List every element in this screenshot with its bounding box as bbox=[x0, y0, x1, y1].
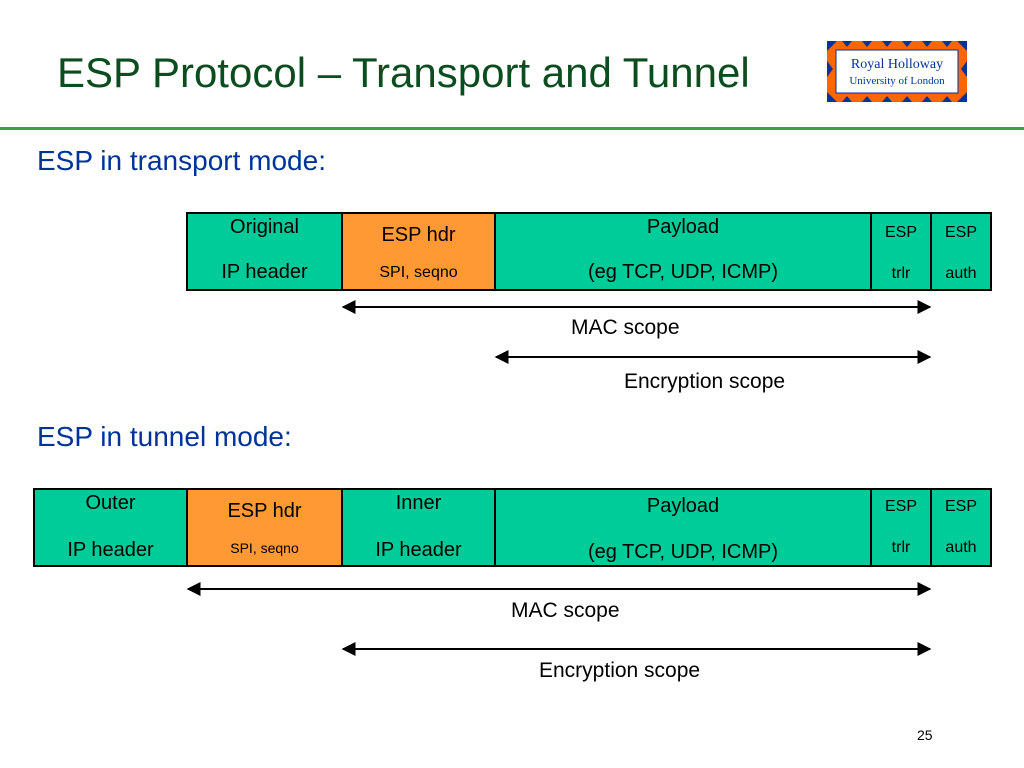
cell-line1: Original bbox=[230, 216, 299, 238]
transport-esp-hdr: ESP hdr SPI, seqno bbox=[341, 212, 496, 291]
cell-line1: ESP bbox=[944, 224, 977, 241]
tunnel-mac-scope-label: MAC scope bbox=[511, 599, 620, 622]
transport-original-ip-header: Original IP header bbox=[186, 212, 343, 291]
title-rule bbox=[0, 127, 1024, 130]
tunnel-inner-ip-header: Inner IP header bbox=[341, 488, 496, 567]
transport-mac-scope-label: MAC scope bbox=[571, 316, 680, 339]
cell-line2: IP header bbox=[67, 539, 154, 561]
transport-payload: Payload (eg TCP, UDP, ICMP) bbox=[494, 212, 872, 291]
cell-line2: SPI, seqno bbox=[230, 540, 299, 556]
cell-line1: Payload bbox=[646, 495, 720, 517]
tunnel-esp-hdr: ESP hdr SPI, seqno bbox=[186, 488, 343, 567]
logo-line1: Royal Holloway bbox=[851, 57, 943, 72]
transport-esp-auth: ESP auth bbox=[930, 212, 992, 291]
page-number: 25 bbox=[917, 727, 933, 743]
transport-esp-trlr: ESP trlr bbox=[870, 212, 932, 291]
cell-line2: trlr bbox=[891, 539, 911, 556]
cell-line1: ESP bbox=[884, 498, 917, 515]
slide-title: ESP Protocol – Transport and Tunnel bbox=[57, 49, 750, 96]
cell-line2: (eg TCP, UDP, ICMP) bbox=[587, 541, 779, 563]
cell-line2: SPI, seqno bbox=[379, 264, 458, 281]
cell-line2: auth bbox=[945, 265, 977, 282]
tunnel-encryption-scope-label: Encryption scope bbox=[539, 659, 701, 682]
transport-encryption-scope-label: Encryption scope bbox=[624, 370, 786, 393]
royal-holloway-logo: Royal Holloway University of London bbox=[827, 41, 967, 102]
tunnel-payload: Payload (eg TCP, UDP, ICMP) bbox=[494, 488, 872, 567]
cell-line1: Payload bbox=[646, 216, 720, 238]
cell-line1: Outer bbox=[85, 492, 136, 514]
tunnel-outer-ip-header: Outer IP header bbox=[33, 488, 188, 567]
cell-line2: IP header bbox=[375, 539, 462, 561]
cell-line2: trlr bbox=[891, 265, 911, 282]
logo-line2: University of London bbox=[849, 75, 945, 87]
cell-line1: ESP bbox=[884, 224, 917, 241]
cell-line2: (eg TCP, UDP, ICMP) bbox=[587, 261, 779, 283]
transport-heading: ESP in transport mode: bbox=[37, 145, 326, 176]
cell-line1: ESP hdr bbox=[381, 224, 456, 246]
cell-line2: auth bbox=[945, 539, 977, 556]
tunnel-esp-auth: ESP auth bbox=[930, 488, 992, 567]
tunnel-esp-trlr: ESP trlr bbox=[870, 488, 932, 567]
cell-line2: IP header bbox=[221, 261, 308, 283]
cell-line1: ESP hdr bbox=[227, 500, 302, 522]
tunnel-heading: ESP in tunnel mode: bbox=[37, 421, 292, 452]
cell-line1: ESP bbox=[944, 498, 977, 515]
cell-line1: Inner bbox=[395, 492, 442, 514]
